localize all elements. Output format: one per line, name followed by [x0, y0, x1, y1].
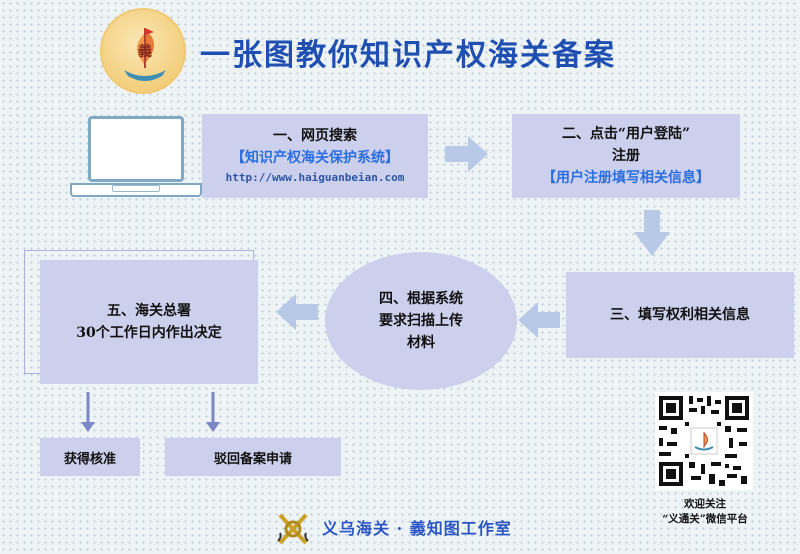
qr-code-icon[interactable]	[655, 392, 753, 490]
customs-emblem-icon	[277, 513, 309, 545]
step-2-subtitle: 注册	[612, 148, 640, 164]
step-2-box: 二、点击“用户登陆” 注册 【用户注册填写相关信息】	[512, 114, 740, 198]
step-5-line-1: 五、海关总署	[107, 303, 191, 319]
step-3-box: 三、填写权利相关信息	[566, 272, 794, 358]
arrow-down-icon	[634, 210, 670, 256]
qr-caption: 欢迎关注 “义通关”微信平台	[640, 497, 770, 527]
outcome-approved: 获得核准	[40, 438, 140, 476]
step-5-line-2: 30个工作日内作出决定	[76, 325, 222, 341]
arrow-left-icon	[518, 302, 560, 338]
step-1-title: 一、网页搜索	[273, 128, 357, 144]
step-4-line-2: 要求扫描上传	[379, 313, 463, 329]
page-title: 一张图教你知识产权海关备案	[200, 38, 616, 73]
laptop-base	[70, 183, 202, 197]
qr-caption-line-2: “义通关”微信平台	[662, 513, 748, 525]
step-4-line-3: 材料	[407, 335, 435, 351]
step-3-title: 三、填写权利相关信息	[610, 307, 750, 323]
logo-text: 義	[138, 43, 152, 60]
footer-text: 义乌海关 · 義知图工作室	[322, 519, 512, 538]
laptop-trackpad	[112, 185, 160, 192]
step-5-box: 五、海关总署 30个工作日内作出决定	[40, 260, 258, 384]
step-2-title: 二、点击“用户登陆”	[561, 126, 691, 142]
arrow-down-head-reject	[206, 422, 220, 432]
qr-caption-line-1: 欢迎关注	[684, 498, 726, 510]
outcome-rejected: 驳回备案申请	[165, 438, 341, 476]
step-2-note: 【用户注册填写相关信息】	[542, 170, 710, 186]
arrow-down-head-approve	[81, 422, 95, 432]
arrow-right-icon	[445, 136, 488, 172]
laptop-icon	[88, 116, 184, 182]
step-4-circle: 四、根据系统 要求扫描上传 材料	[325, 252, 517, 390]
step-4-line-1: 四、根据系统	[379, 291, 463, 307]
step-1-system: 【知识产权海关保护系统】	[231, 150, 399, 166]
ship-logo-icon: 義	[124, 28, 166, 81]
logo: 義	[100, 8, 186, 94]
step-1-url[interactable]: http://www.haiguanbeian.com	[225, 171, 405, 184]
step-1-box: 一、网页搜索 【知识产权海关保护系统】 http://www.haiguanbe…	[202, 114, 428, 198]
arrow-left-icon-2	[276, 294, 318, 330]
